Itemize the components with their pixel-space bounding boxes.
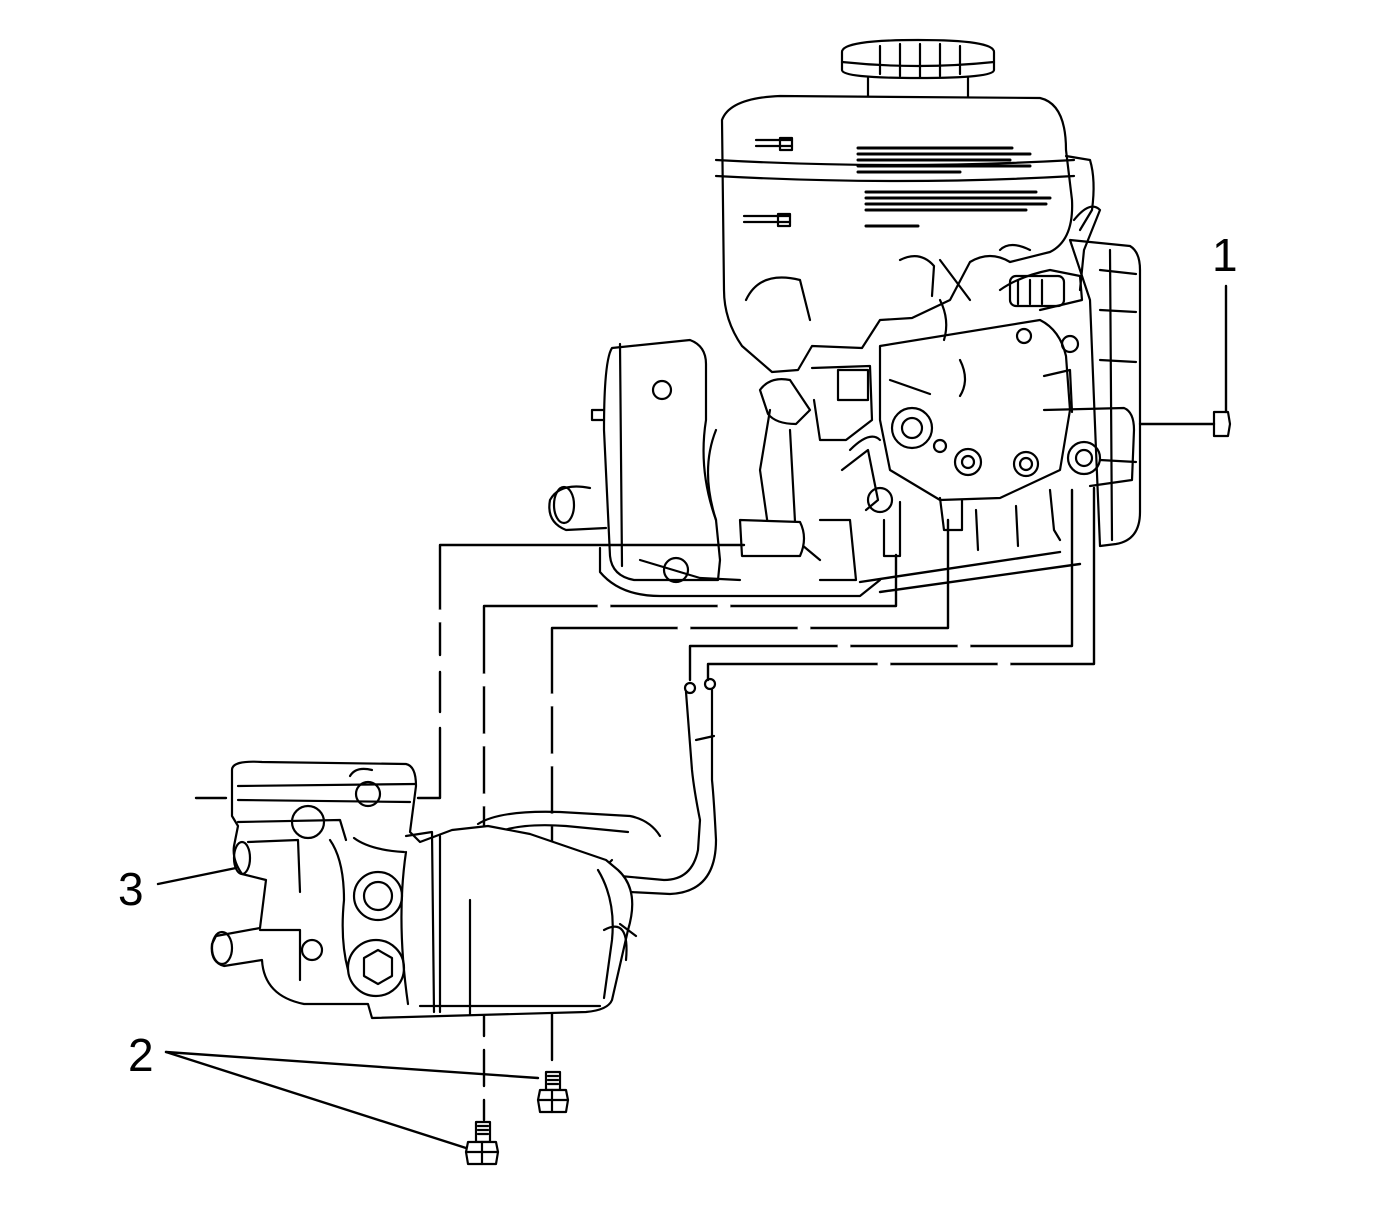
fluid-reservoir	[714, 94, 1095, 374]
abs-modulator-block	[878, 205, 1142, 558]
pushrod-fitting	[1212, 410, 1232, 438]
brake-booster	[548, 338, 882, 598]
mounting-bolt-right	[536, 1070, 570, 1114]
mounting-bolt-left	[464, 1120, 500, 1166]
pump-motor-module	[210, 760, 638, 1020]
master-cylinder-ports	[706, 364, 894, 582]
leader-lines	[156, 284, 1228, 1150]
dash-gaps	[437, 603, 1011, 827]
reservoir-cap	[840, 38, 996, 100]
callout-2: 2	[128, 1029, 154, 1081]
callout-1: 1	[1212, 229, 1238, 281]
callout-3: 3	[118, 863, 144, 915]
